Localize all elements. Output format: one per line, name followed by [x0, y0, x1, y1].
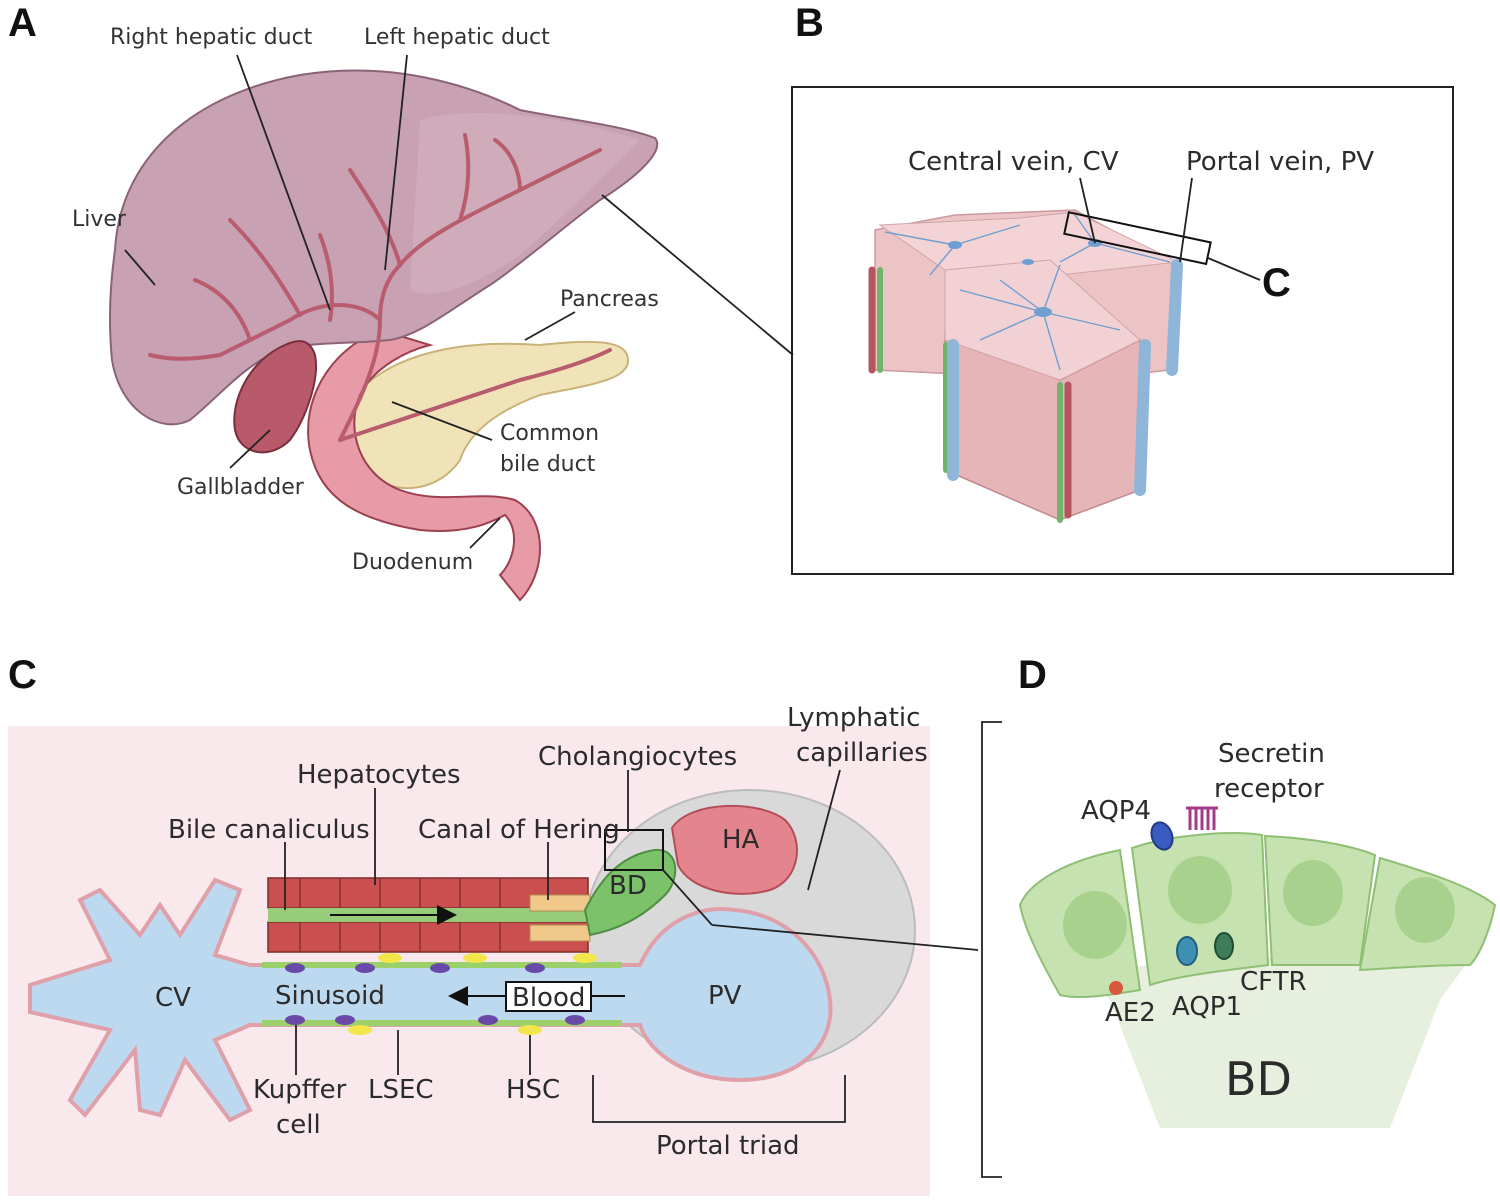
- liver-left-lobe: [410, 112, 640, 294]
- secretin-label-line1: Secretin: [1218, 739, 1325, 769]
- hepatic-artery-shape: [670, 804, 798, 895]
- portal-triad-bracket: [592, 1075, 846, 1123]
- left-hepatic-duct-label: Left hepatic duct: [364, 25, 550, 50]
- aqp4-channel-icon: [1150, 821, 1174, 851]
- panel-a-illustration: [108, 69, 658, 602]
- right-hepatic-duct-label: Right hepatic duct: [110, 25, 313, 50]
- central-vein-label: Central vein, CV: [908, 147, 1119, 177]
- portal-vein-pv-label: PV: [708, 981, 742, 1011]
- bile-duct-shape: [583, 848, 677, 937]
- gallbladder-label: Gallbladder: [177, 475, 305, 500]
- panel-label-a: A: [8, 1, 37, 45]
- secretin-label-line2: receptor: [1214, 774, 1324, 804]
- region-c-box: [1063, 211, 1212, 266]
- common-bile-duct-label-line2: bile duct: [500, 452, 596, 477]
- liver-label: Liver: [72, 207, 127, 232]
- panel-label-d: D: [1018, 653, 1047, 697]
- kupffer-label-line1: Kupffer: [253, 1075, 347, 1105]
- kupffer-label-line2: cell: [276, 1110, 321, 1140]
- bile-duct-label: BD: [609, 871, 647, 901]
- region-c-pointer-label: C: [1262, 261, 1291, 305]
- lsec-label: LSEC: [368, 1075, 434, 1105]
- panel-c-leaders: [284, 769, 979, 1075]
- secretin-receptor-icon: [1186, 806, 1218, 830]
- gallbladder-shape: [233, 340, 317, 454]
- aqp1-channel-icon: [1176, 936, 1198, 966]
- canal-of-hering-label: Canal of Hering: [418, 815, 620, 845]
- lymphatic-label-line1: Lymphatic: [787, 703, 920, 733]
- cholangiocytes-label: Cholangiocytes: [538, 742, 737, 772]
- blood-label: Blood: [512, 983, 585, 1013]
- bile-duct-lumen: [1075, 945, 1480, 1128]
- lymphatic-label-line2: capillaries: [796, 738, 928, 768]
- sinusoid-shape: [28, 877, 833, 1123]
- pancreas-label: Pancreas: [560, 287, 659, 312]
- ae2-label: AE2: [1105, 998, 1156, 1028]
- panel-b-frame: [791, 86, 1454, 575]
- cftr-channel-icon: [1214, 932, 1234, 960]
- panel-label-b: B: [795, 1, 824, 45]
- ae2-exchanger-icon: [1109, 981, 1123, 995]
- panel-label-c: C: [8, 653, 37, 697]
- panel-a-leaders: [124, 54, 794, 549]
- lobule-blocks: [868, 209, 1183, 523]
- central-vein-cv-label: CV: [155, 983, 191, 1013]
- aqp4-label: AQP4: [1081, 796, 1151, 826]
- sinusoid-lining-cells: [262, 953, 622, 1035]
- aqp1-label: AQP1: [1172, 992, 1242, 1022]
- bile-duct-tree: [148, 133, 612, 442]
- blood-label-box: [505, 981, 592, 1012]
- portal-triad-label: Portal triad: [656, 1131, 800, 1161]
- panel-d-bracket: [981, 721, 1002, 1178]
- cholangiocyte-nuclei: [1063, 856, 1455, 959]
- cftr-label: CFTR: [1240, 967, 1307, 997]
- bile-canaliculus-label: Bile canaliculus: [168, 815, 370, 845]
- bile-duct-box: [604, 829, 664, 871]
- duodenum-label: Duodenum: [352, 550, 473, 575]
- sinusoid-label: Sinusoid: [275, 981, 385, 1011]
- hepatocyte-plates: [267, 877, 608, 953]
- common-bile-duct-label-line1: Common: [500, 421, 599, 446]
- hepatocytes-label: Hepatocytes: [297, 760, 461, 790]
- hepatic-artery-label: HA: [722, 825, 760, 855]
- bd-lumen-label: BD: [1225, 1052, 1292, 1106]
- cholangiocyte-row: [1018, 832, 1497, 999]
- hsc-label: HSC: [506, 1075, 560, 1105]
- portal-vein-label: Portal vein, PV: [1186, 147, 1374, 177]
